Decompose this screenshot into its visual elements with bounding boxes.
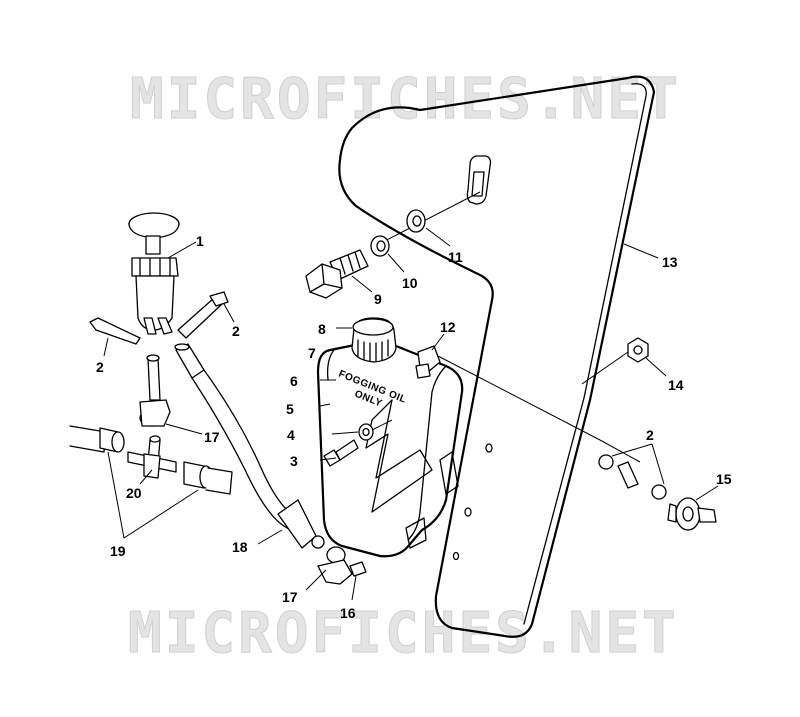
fitting-16 [349, 561, 367, 577]
callout-6: 6 [290, 373, 298, 389]
clip-left-2 [89, 317, 141, 345]
clip-upper-2 [177, 291, 229, 339]
callout-9: 9 [374, 291, 382, 307]
callout-8: 8 [318, 321, 326, 337]
callout-10: 10 [402, 275, 418, 291]
check-valve-15 [667, 497, 717, 531]
callout-11: 11 [448, 249, 463, 265]
bolt-9 [305, 249, 369, 299]
callout-20: 20 [126, 485, 142, 501]
callout-1: 1 [196, 233, 204, 249]
tee-fitting-20 [127, 435, 177, 479]
callout-2-right: 2 [646, 427, 654, 443]
grommet-4 [358, 423, 374, 441]
callout-2-upper: 2 [232, 323, 240, 339]
callout-13: 13 [662, 254, 678, 270]
elbow-fitting-12 [415, 345, 441, 379]
callout-2-left: 2 [96, 359, 104, 375]
callout-7: 7 [308, 345, 316, 361]
callout-3: 3 [290, 453, 298, 469]
callout-14: 14 [668, 377, 684, 393]
tank-cap [351, 317, 397, 363]
hose-18 [174, 343, 325, 549]
oil-tank: FOGGING OIL ONLY [316, 341, 464, 558]
clamp-17-bottom [317, 546, 353, 585]
grommets-right [598, 454, 667, 500]
watermark-bottom: MICROFICHES.NET [128, 601, 679, 666]
callout-16: 16 [340, 605, 356, 621]
washer-11 [406, 209, 426, 233]
callout-12: 12 [440, 319, 456, 335]
callout-17-bottom: 17 [282, 589, 298, 605]
callout-18: 18 [232, 539, 248, 555]
callout-15: 15 [716, 471, 732, 487]
fuel-line-right [183, 461, 233, 495]
callout-4: 4 [287, 427, 295, 443]
washer-10 [370, 235, 390, 257]
callout-19: 19 [110, 543, 126, 559]
mounting-plate [338, 75, 656, 638]
watermark-top: MICROFICHES.NET [130, 67, 681, 132]
nut-14 [627, 337, 649, 363]
primer-pump-1 [128, 212, 180, 335]
callout-17-left: 17 [204, 429, 220, 445]
hose-short [146, 354, 161, 401]
callout-5: 5 [286, 401, 294, 417]
fuel-line-left [69, 425, 125, 453]
clamp-17-left [139, 399, 171, 427]
